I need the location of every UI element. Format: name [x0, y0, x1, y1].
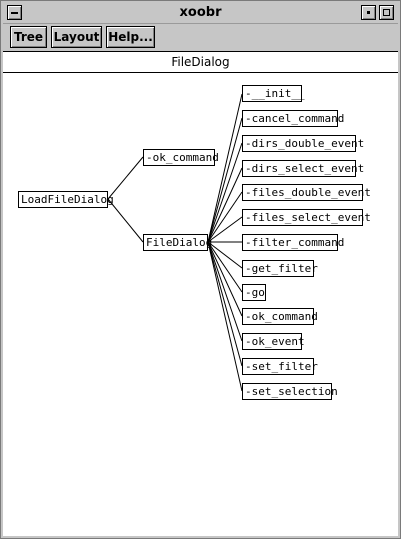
- menu-bar: Tree Layout Help...: [3, 24, 398, 52]
- tree-node-root[interactable]: LoadFileDialog: [18, 191, 114, 208]
- tree-node-method[interactable]: -go: [242, 284, 266, 301]
- tree-button[interactable]: Tree: [10, 26, 47, 48]
- edge-method: [207, 241, 243, 317]
- edge-method: [207, 241, 243, 392]
- edge-method: [207, 216, 243, 243]
- current-class-header: FileDialog: [3, 52, 398, 73]
- window-menu-icon[interactable]: [7, 5, 22, 20]
- tree-node-method[interactable]: -set_selection: [242, 383, 338, 400]
- title-bar[interactable]: xoobr: [3, 3, 398, 24]
- window-title: xoobr: [179, 5, 222, 20]
- tree-node-method[interactable]: -filter_command: [242, 234, 344, 251]
- tree-node-method[interactable]: -set_filter: [242, 358, 318, 375]
- edge-method: [207, 167, 243, 243]
- tree-node-method[interactable]: -dirs_double_event: [242, 135, 364, 152]
- tree-node-method[interactable]: -dirs_select_event: [242, 160, 364, 177]
- edge-method: [207, 241, 243, 367]
- tree-node-method[interactable]: -ok_command: [242, 308, 318, 325]
- layout-button[interactable]: Layout: [51, 26, 102, 48]
- tree-edges: [107, 93, 243, 392]
- minimize-icon[interactable]: [361, 5, 376, 20]
- edge-method: [207, 241, 243, 293]
- edge-method: [207, 241, 243, 269]
- tree-node-method[interactable]: -ok_event: [242, 333, 305, 350]
- tree-node-method[interactable]: -__init__: [242, 85, 305, 102]
- maximize-icon[interactable]: [379, 5, 394, 20]
- edge-method: [207, 142, 243, 243]
- tree-node-method[interactable]: -get_filter: [242, 260, 318, 277]
- help-button[interactable]: Help...: [106, 26, 155, 48]
- tree-node-child[interactable]: FileDialog: [143, 234, 212, 251]
- edge-method: [207, 93, 243, 243]
- edge-method: [207, 241, 243, 342]
- edge-method: [207, 191, 243, 243]
- tree-node-child[interactable]: -ok_command: [143, 149, 219, 166]
- tree-node-method[interactable]: -cancel_command: [242, 110, 344, 127]
- edge-root-filedialog: [107, 198, 144, 243]
- tree-canvas: LoadFileDialog -ok_command FileDialog -_…: [3, 73, 398, 536]
- edge-root-ok-command: [107, 156, 144, 200]
- edge-method: [207, 117, 243, 243]
- tree-node-method[interactable]: -files_double_event: [242, 184, 371, 201]
- tree-node-method[interactable]: -files_select_event: [242, 209, 371, 226]
